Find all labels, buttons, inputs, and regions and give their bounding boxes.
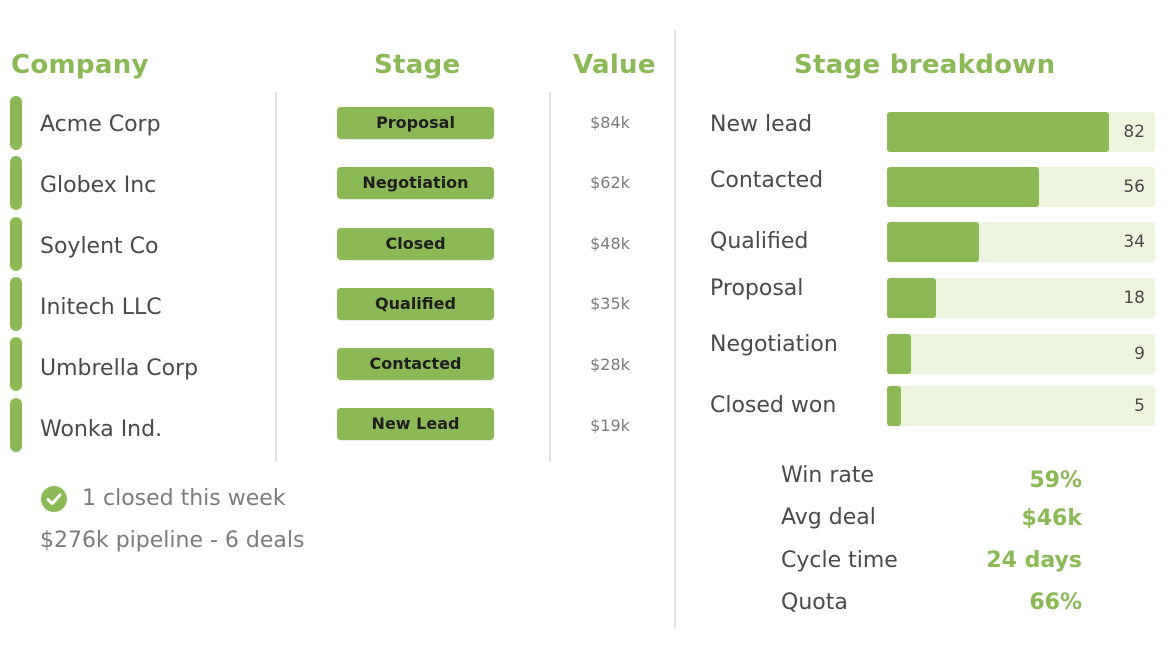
deal-value: $62k — [590, 173, 630, 192]
company-name: Umbrella Corp — [40, 356, 199, 381]
breakdown-count: 9 — [1134, 344, 1145, 364]
row-indicator — [10, 156, 22, 210]
company-name: Initech LLC — [40, 295, 162, 320]
row-indicator — [10, 217, 22, 271]
company-name: Wonka Ind. — [40, 417, 163, 442]
metric-label-cycle-time: Cycle time — [781, 548, 898, 573]
breakdown-stage-label: Qualified — [710, 229, 809, 254]
row-indicator — [10, 277, 22, 331]
row-indicator — [10, 398, 22, 452]
stage-badge: Proposal — [337, 107, 494, 139]
stage-badge: Negotiation — [337, 167, 494, 199]
metric-value-quota: 66% — [1029, 590, 1082, 615]
breakdown-count: 82 — [1123, 122, 1145, 142]
stage-breakdown-header: Stage breakdown — [794, 50, 1056, 80]
metric-value-avg-deal: $46k — [1021, 506, 1082, 531]
metric-label-quota: Quota — [781, 590, 848, 615]
deal-value: $48k — [590, 234, 630, 253]
check-circle-icon — [41, 486, 67, 512]
deal-value: $19k — [590, 416, 630, 435]
company-name: Soylent Co — [40, 234, 159, 259]
breakdown-bar-fill — [887, 112, 1110, 152]
stage-header: Stage — [374, 50, 461, 80]
breakdown-bar-track: 56 — [887, 167, 1155, 207]
deal-value: $35k — [590, 294, 630, 313]
value-header: Value — [573, 50, 656, 80]
stage-badge: Closed — [337, 228, 494, 260]
breakdown-count: 34 — [1123, 232, 1145, 252]
company-header: Company — [11, 50, 149, 80]
breakdown-bar-track: 9 — [887, 334, 1155, 374]
metric-label-avg-deal: Avg deal — [781, 505, 876, 530]
breakdown-bar-fill — [887, 334, 912, 374]
breakdown-bar-track: 82 — [887, 112, 1155, 152]
breakdown-count: 56 — [1123, 177, 1145, 197]
stage-badge: New Lead — [337, 408, 494, 440]
metric-label-win-rate: Win rate — [781, 463, 875, 488]
row-indicator — [10, 96, 22, 150]
breakdown-bar-track: 34 — [887, 222, 1155, 262]
stage-badge: Qualified — [337, 288, 494, 320]
breakdown-bar-fill — [887, 278, 936, 318]
company-name: Globex Inc — [40, 173, 157, 198]
column-divider — [275, 92, 277, 462]
breakdown-bar-track: 18 — [887, 278, 1155, 318]
metric-value-win-rate: 59% — [1029, 468, 1082, 493]
breakdown-bar-fill — [887, 386, 901, 426]
pipeline-summary: $276k pipeline - 6 deals — [40, 528, 305, 553]
stage-badge: Contacted — [337, 348, 494, 380]
breakdown-stage-label: Closed won — [710, 393, 837, 418]
breakdown-count: 18 — [1123, 288, 1145, 308]
breakdown-stage-label: Contacted — [710, 168, 824, 193]
breakdown-count: 5 — [1134, 396, 1145, 416]
panel-divider — [674, 30, 676, 628]
deal-value: $28k — [590, 355, 630, 374]
breakdown-bar-fill — [887, 167, 1039, 207]
closed-this-week: 1 closed this week — [82, 486, 286, 511]
row-indicator — [10, 337, 22, 391]
company-name: Acme Corp — [40, 112, 161, 137]
breakdown-bar-track: 5 — [887, 386, 1155, 426]
breakdown-stage-label: Proposal — [710, 276, 804, 301]
breakdown-stage-label: Negotiation — [710, 332, 838, 357]
deal-value: $84k — [590, 113, 630, 132]
metric-value-cycle-time: 24 days — [986, 548, 1082, 573]
breakdown-bar-fill — [887, 222, 980, 262]
column-divider — [549, 92, 551, 462]
breakdown-stage-label: New lead — [710, 112, 813, 137]
